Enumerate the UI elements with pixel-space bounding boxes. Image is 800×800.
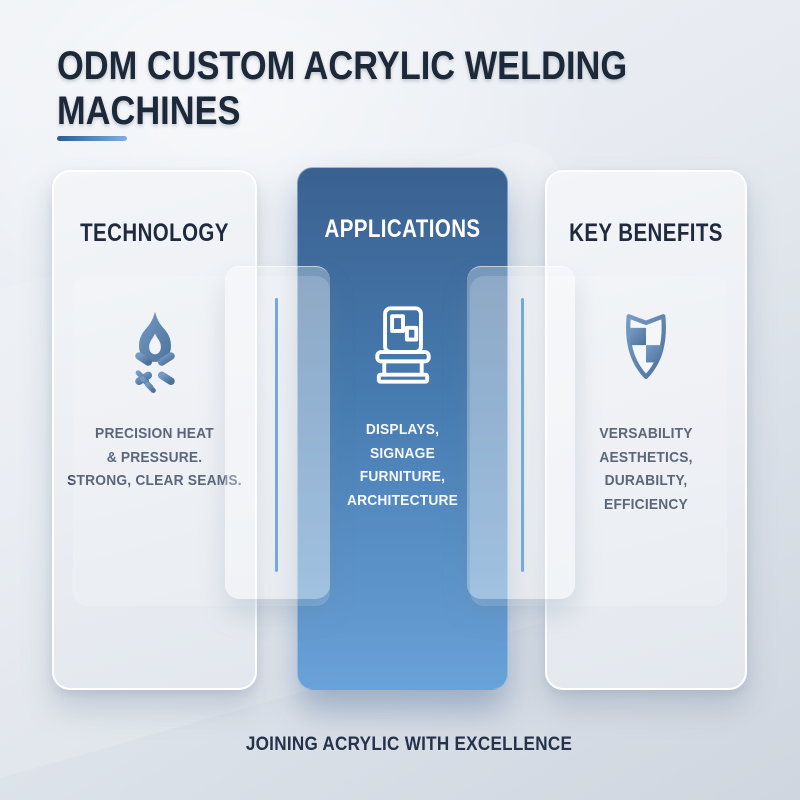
technology-card: TECHNOLOGY [52, 170, 257, 690]
key-benefits-card: KEY BENEFITS VERSABILITY [545, 170, 747, 690]
campfire-icon [113, 308, 197, 399]
key-benefits-heading: KEY BENEFITS [569, 219, 723, 247]
applications-line: SIGNAGE [370, 444, 435, 462]
glass-panel-right-faint [470, 276, 727, 606]
applications-card: APPLICATIONS DISPLAYS, SIGNAGE FURNITURE… [297, 167, 508, 690]
applications-icon-wrap [298, 304, 507, 391]
applications-body: DISPLAYS, SIGNAGE FURNITURE, ARCHITECTUR… [306, 418, 498, 512]
technology-line: PRECISION HEAT [95, 425, 214, 442]
technology-icon-wrap [54, 308, 255, 399]
key-benefits-line: EFFICIENCY [604, 495, 688, 513]
page-title: ODM CUSTOM ACRYLIC WELDING MACHINES [57, 44, 628, 133]
applications-heading: APPLICATIONS [324, 215, 481, 243]
divider-line-left [275, 298, 278, 572]
title-accent-bar [57, 136, 127, 141]
applications-line: ARCHITECTURE [346, 491, 459, 509]
key-benefits-line: VERSABILITY [599, 425, 693, 442]
key-benefits-line: AESTHETICS, [599, 448, 693, 466]
applications-line: DISPLAYS, [365, 421, 440, 438]
technology-body: PRECISION HEAT & PRESSURE. STRONG, CLEAR… [62, 422, 247, 493]
technology-line: & PRESSURE. [106, 448, 203, 466]
technology-heading: TECHNOLOGY [80, 219, 229, 247]
key-benefits-line: DURABILTY, [604, 472, 688, 489]
key-benefits-body: VERSABILITY AESTHETICS, DURABILTY, EFFIC… [555, 422, 737, 516]
shield-icon [610, 308, 682, 393]
applications-line: FURNITURE, [359, 468, 446, 485]
display-stand-icon [364, 304, 442, 391]
key-benefits-icon-wrap [547, 308, 745, 393]
technology-line: STRONG, CLEAR SEAMS. [67, 472, 242, 489]
glass-panel-left-faint [73, 276, 330, 606]
divider-line-right [521, 298, 524, 572]
tagline: JOINING ACRYLIC WITH EXCELLENCE [245, 734, 573, 755]
